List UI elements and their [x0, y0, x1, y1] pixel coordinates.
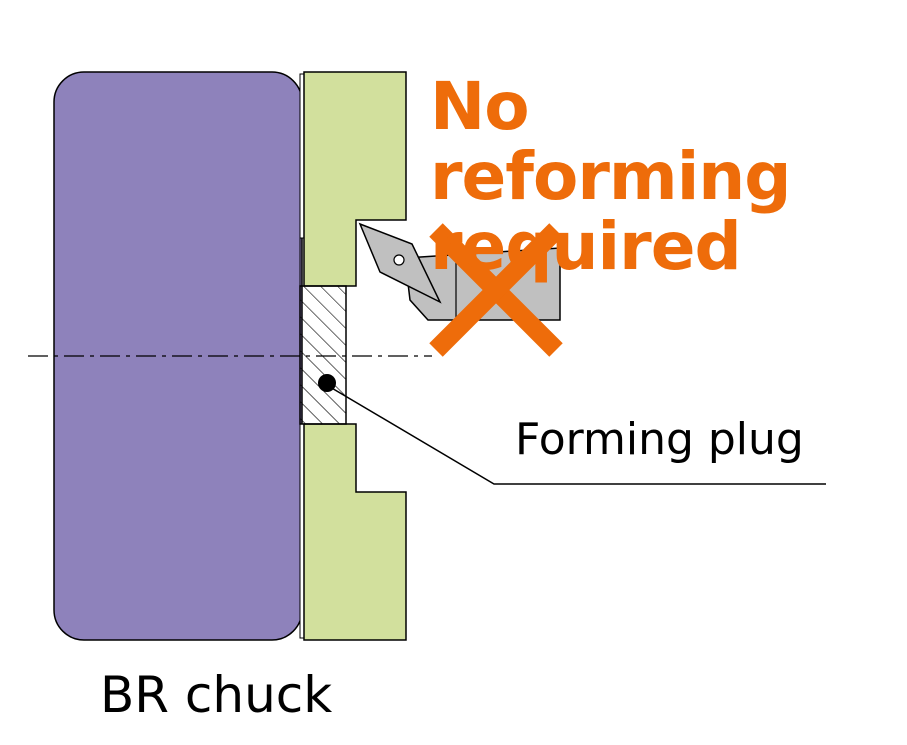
forming-plug-label: Forming plug	[515, 414, 804, 465]
insert-screw	[393, 254, 405, 266]
headline-line-1: No reforming	[430, 68, 792, 215]
headline: No reforming required	[430, 72, 900, 282]
forming-plug	[299, 285, 347, 425]
forming-plug-leader-line	[329, 386, 826, 485]
headline-line-2: required	[430, 208, 742, 285]
x-mark-icon	[429, 223, 563, 357]
lower-jaw	[303, 423, 407, 641]
br-chuck-label: BR chuck	[100, 666, 333, 724]
